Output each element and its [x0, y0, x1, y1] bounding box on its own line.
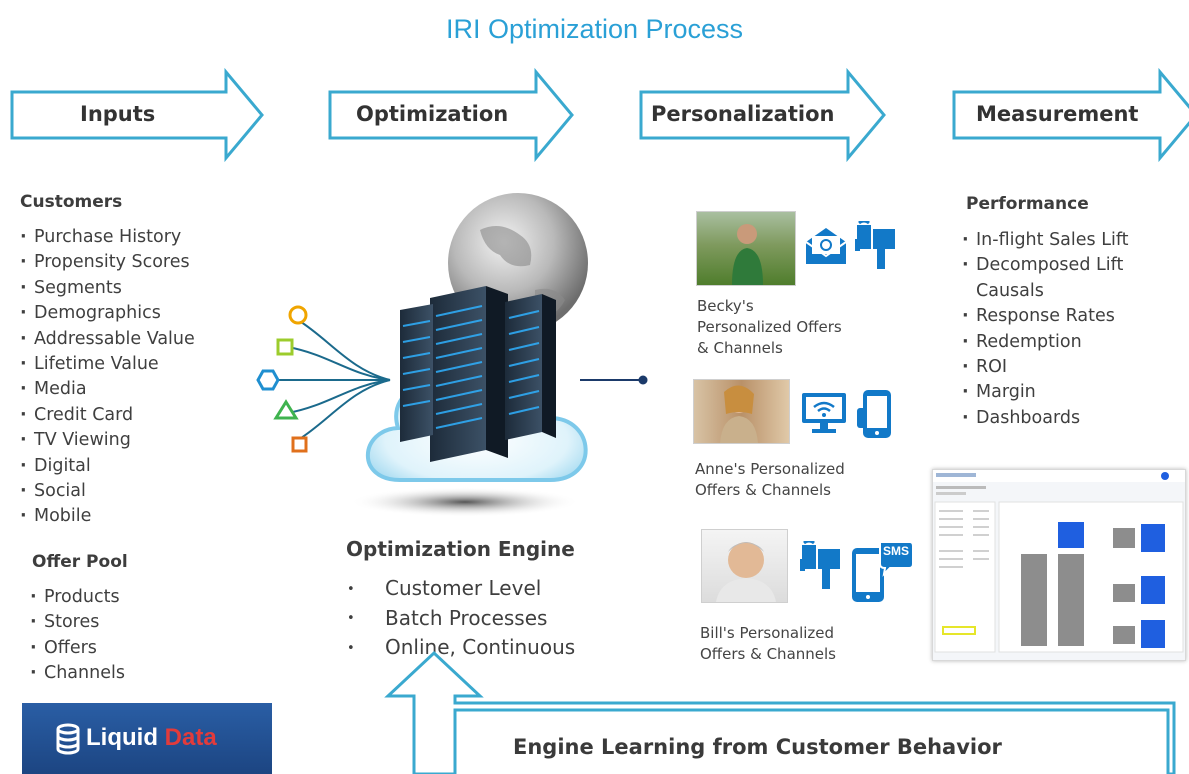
- list-item-text: Decomposed Lift Causals: [976, 255, 1124, 301]
- offer-pool-list: Products Stores Offers Channels: [30, 585, 125, 687]
- mailbox-icon: [855, 221, 895, 269]
- list-item: Credit Card: [20, 403, 195, 428]
- list-item: Media: [20, 377, 195, 402]
- logo-word-liquid: Liquid: [86, 724, 158, 751]
- list-item: Digital: [20, 454, 195, 479]
- list-item: Social: [20, 479, 195, 504]
- list-item: Segments: [20, 276, 195, 301]
- sms-label: SMS: [883, 544, 910, 558]
- hexagon-shape-icon: [256, 369, 280, 391]
- list-item: Batch Processes: [347, 604, 575, 634]
- dashboard-thumbnail: [933, 470, 1185, 653]
- circle-shape-icon: [288, 305, 308, 325]
- anne-photo: [693, 379, 790, 444]
- stage-label-optimization: Optimization: [356, 102, 509, 126]
- cloud-shadow: [350, 487, 580, 517]
- stage-arrow-personalization: [639, 67, 886, 163]
- list-item: Lifetime Value: [20, 352, 195, 377]
- logo-text: Liquid Data: [86, 724, 217, 752]
- person-icon: [716, 542, 776, 602]
- list-item: Offers: [30, 636, 125, 661]
- person-icon: [720, 385, 758, 443]
- list-item: Margin: [962, 380, 1129, 405]
- anne-caption: Anne's Personalized Offers & Channels: [695, 460, 845, 499]
- square-shape-icon: [291, 436, 308, 453]
- server-rack-icon: [400, 286, 556, 462]
- customers-heading: Customers: [20, 192, 123, 212]
- list-item: Propensity Scores: [20, 250, 195, 275]
- bill-photo: [701, 529, 788, 603]
- diagram-title: IRI Optimization Process: [445, 14, 744, 44]
- customers-list: Purchase History Propensity Scores Segme…: [20, 225, 195, 530]
- logo-word-data: Data: [164, 724, 217, 751]
- engine-title: Optimization Engine: [346, 537, 575, 561]
- performance-list: In-flight Sales Lift Decomposed Lift Cau…: [962, 228, 1129, 431]
- person-icon: [732, 224, 763, 285]
- stage-arrow-measurement: [952, 67, 1189, 163]
- sms-phone-icon: [852, 541, 914, 602]
- mailbox-icon: [800, 541, 840, 589]
- list-item: Stores: [30, 610, 125, 635]
- offer-pool-heading: Offer Pool: [32, 552, 128, 572]
- square-shape-icon: [276, 338, 294, 356]
- list-item: Demographics: [20, 301, 195, 326]
- list-item: Channels: [30, 661, 125, 686]
- output-connector: [580, 375, 648, 385]
- list-item: Purchase History: [20, 225, 195, 250]
- list-item: Customer Level: [347, 574, 575, 604]
- list-item: Mobile: [20, 504, 195, 529]
- performance-heading: Performance: [966, 194, 1089, 214]
- list-item: Addressable Value: [20, 327, 195, 352]
- list-item: Redemption: [962, 330, 1129, 355]
- triangle-shape-icon: [273, 399, 299, 420]
- stage-label-inputs: Inputs: [80, 102, 156, 126]
- liquid-data-logo: Liquid Data: [22, 703, 272, 774]
- list-item: Products: [30, 585, 125, 610]
- bill-caption: Bill's Personalized Offers & Channels: [700, 624, 836, 663]
- email-icon: [805, 228, 847, 264]
- stage-label-measurement: Measurement: [976, 102, 1139, 126]
- list-item: TV Viewing: [20, 428, 195, 453]
- list-item: Response Rates: [962, 304, 1129, 329]
- optimization-engine-illustration: [256, 193, 648, 517]
- input-connectors: [270, 319, 391, 441]
- list-item: In-flight Sales Lift: [962, 228, 1129, 253]
- list-item: Decomposed Lift Causals: [962, 253, 1129, 304]
- wifi-monitor-icon: [802, 393, 846, 433]
- becky-caption: Becky's Personalized Offers & Channels: [697, 297, 842, 357]
- stage-arrow-optimization: [328, 67, 574, 163]
- dashboard-screenshot: [932, 469, 1186, 661]
- engine-list: Customer Level Batch Processes Online, C…: [347, 574, 575, 663]
- stage-arrow-inputs: [10, 67, 264, 163]
- list-item: ROI: [962, 355, 1129, 380]
- feedback-label: Engine Learning from Customer Behavior: [513, 735, 1002, 759]
- mobile-phone-icon: [857, 390, 891, 438]
- becky-photo: [696, 211, 796, 286]
- list-item: Online, Continuous: [347, 633, 575, 663]
- stage-label-personalization: Personalization: [651, 102, 835, 126]
- database-icon: [56, 723, 80, 755]
- list-item: Dashboards: [962, 406, 1129, 431]
